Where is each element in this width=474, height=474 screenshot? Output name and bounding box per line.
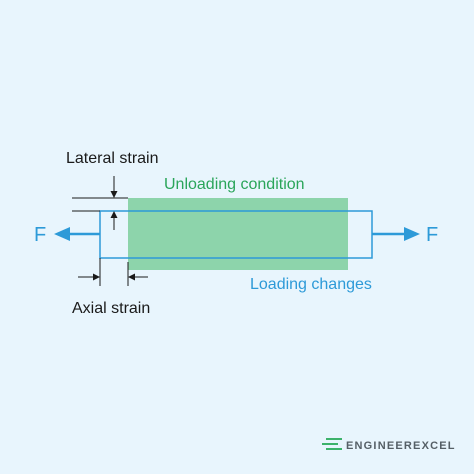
axial-strain-dimension	[78, 258, 148, 286]
logo-text: ENGINEEREXCEL	[346, 440, 456, 452]
right-force-arrow	[372, 227, 420, 241]
loading-changes-label: Loading changes	[250, 276, 372, 293]
axial-strain-label: Axial strain	[72, 300, 150, 317]
lateral-strain-dimension	[72, 176, 128, 230]
force-label-right: F	[426, 224, 438, 246]
unloading-bar	[128, 198, 348, 270]
lateral-strain-label: Lateral strain	[66, 150, 159, 167]
engineerexcel-logo: ENGINEEREXCEL	[322, 438, 456, 452]
unloading-condition-label: Unloading condition	[164, 176, 305, 193]
logo-mark-icon	[322, 438, 342, 450]
left-force-arrow	[54, 227, 100, 241]
force-label-left: F	[34, 224, 46, 246]
